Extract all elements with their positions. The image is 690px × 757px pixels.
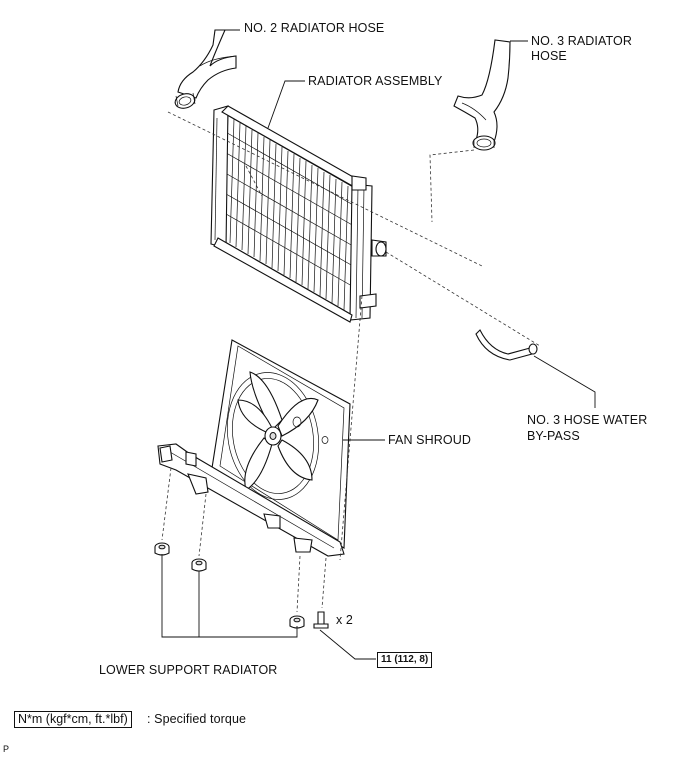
lower-support-radiator-label: LOWER SUPPORT RADIATOR: [99, 663, 278, 677]
no3-radiator-hose-label-line2: HOSE: [531, 49, 567, 63]
no3-hose-water-bypass-label-line2: BY-PASS: [527, 429, 580, 443]
grommet-1: [154, 542, 170, 556]
grommet-2: [191, 558, 207, 572]
bolt-quantity-label: x 2: [336, 613, 353, 627]
fan-shroud-drawing: [157, 339, 351, 557]
footer-code: P: [3, 744, 10, 754]
torque-legend-description: : Specified torque: [147, 712, 247, 726]
no3-hose-water-bypass-label-line1: NO. 3 HOSE WATER: [527, 413, 648, 427]
no3-hose-water-bypass-drawing: [475, 329, 538, 361]
grommet-3: [289, 615, 305, 629]
bolt-drawing: [313, 611, 329, 629]
lower-support-radiator-grommets: [154, 542, 305, 629]
no3-radiator-hose-drawing: [453, 39, 511, 151]
no2-radiator-hose-label: NO. 2 RADIATOR HOSE: [244, 21, 385, 35]
torque-spec-box: 11 (112, 8): [377, 652, 433, 668]
no2-radiator-hose-drawing: [174, 29, 237, 109]
radiator-assembly-label: RADIATOR ASSEMBLY: [308, 74, 443, 88]
no3-radiator-hose-label-line1: NO. 3 RADIATOR: [531, 34, 632, 48]
alignment-dashed-lines: [161, 111, 541, 613]
leader-lines: [161, 29, 596, 660]
torque-unit-legend-box: N*m (kgf*cm, ft.*lbf): [14, 711, 132, 728]
radiator-assembly-drawing: [210, 105, 387, 323]
fan-shroud-label: FAN SHROUD: [388, 433, 471, 447]
